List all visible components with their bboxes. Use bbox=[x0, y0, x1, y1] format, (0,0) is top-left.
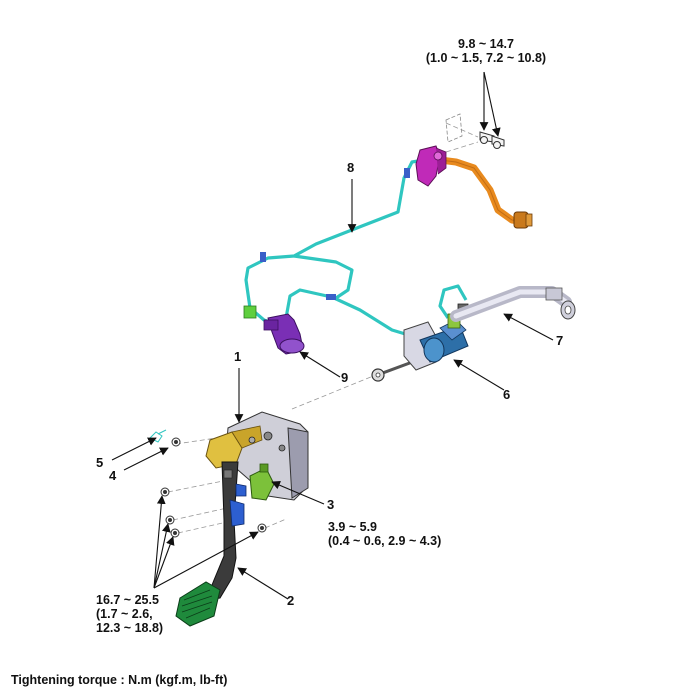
callout-3: 3 bbox=[327, 497, 335, 512]
leader-lines bbox=[111, 71, 554, 600]
torque-left-line3: 12.3 ~ 18.8) bbox=[96, 621, 164, 635]
clutch-switch bbox=[249, 463, 275, 501]
torque-top-line1: 9.8 ~ 14.7 bbox=[458, 37, 514, 51]
torque-top: 9.8 ~ 14.7 (1.0 ~ 1.5, 7.2 ~ 10.8) bbox=[412, 37, 560, 65]
callout-8: 8 bbox=[347, 160, 355, 175]
hose-bracket bbox=[415, 113, 463, 187]
torque-left-line2: (1.7 ~ 2.6, bbox=[96, 607, 153, 621]
callout-6: 6 bbox=[503, 387, 511, 402]
bolts-top bbox=[479, 131, 505, 149]
callout-7: 7 bbox=[556, 333, 564, 348]
pedal-bracket bbox=[205, 411, 309, 501]
pedal-arm bbox=[205, 461, 247, 601]
reservoir-tank bbox=[263, 313, 305, 355]
pedal-pad bbox=[175, 581, 221, 627]
callout-9: 9 bbox=[341, 370, 349, 385]
torque-mid-line1: 3.9 ~ 5.9 bbox=[328, 520, 377, 534]
torque-left-line1: 16.7 ~ 25.5 bbox=[96, 593, 159, 607]
callout-2: 2 bbox=[287, 593, 295, 608]
nuts bbox=[160, 437, 267, 538]
master-cylinder bbox=[371, 303, 469, 382]
torque-left: 16.7 ~ 25.5 (1.7 ~ 2.6, 12.3 ~ 18.8) bbox=[96, 593, 163, 635]
clutch-hose bbox=[436, 156, 533, 229]
torque-mid: 3.9 ~ 5.9 (0.4 ~ 0.6, 2.9 ~ 4.3) bbox=[328, 520, 441, 548]
torque-top-line2: (1.0 ~ 1.5, 7.2 ~ 10.8) bbox=[425, 51, 547, 65]
torque-mid-line2: (0.4 ~ 0.6, 2.9 ~ 4.3) bbox=[328, 534, 442, 548]
callout-5: 5 bbox=[96, 455, 104, 470]
callout-1: 1 bbox=[234, 349, 242, 364]
clutch-pipe bbox=[243, 158, 468, 338]
torque-legend: Tightening torque : N.m (kgf.m, lb-ft) bbox=[11, 673, 228, 687]
clutch-tube bbox=[450, 286, 576, 322]
callout-4: 4 bbox=[109, 468, 117, 483]
